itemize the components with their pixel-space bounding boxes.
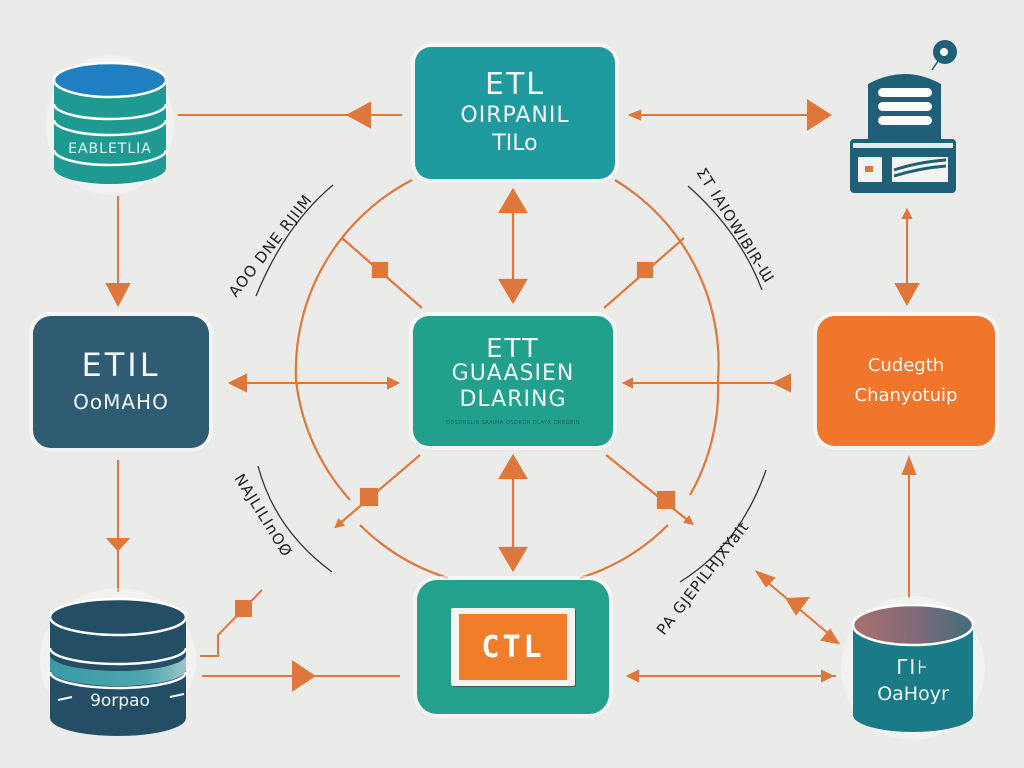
- db-bottom-left-dash-right: [169, 693, 185, 698]
- arrow-head-center-right: [621, 377, 633, 389]
- arrow-head-down-1: [498, 278, 528, 305]
- center-vertical-arrows: [498, 187, 528, 573]
- server-signal-dot: [940, 48, 948, 56]
- db-bottom-right-line2: OaHoyr: [877, 683, 949, 705]
- spoke-node-upper-left: [371, 261, 389, 279]
- db-bottom-left-dash-left: [57, 696, 73, 701]
- server-base-led: [865, 166, 873, 172]
- db-top-left-body: [54, 82, 166, 184]
- db-bottom-left-band: [50, 655, 186, 686]
- server-base-bar: [853, 143, 953, 148]
- node-right-orange[interactable]: Cudegth Chanyotuip: [817, 316, 995, 446]
- outer-connectors: [105, 99, 920, 692]
- arrow-head-right-node-up: [901, 455, 917, 475]
- step-connector-node: [235, 600, 252, 617]
- node-center-title: ETT: [486, 334, 540, 364]
- server-base-wave: [893, 158, 947, 178]
- arc-label-lower-right: PA GJEPILHJXYaIt: [653, 518, 753, 639]
- node-ctl-bottom[interactable]: CTL: [417, 580, 609, 714]
- node-center-subtitle: GUAASIEN: [451, 361, 575, 386]
- ring-arc-lower-left: [294, 379, 351, 501]
- db-bottom-left-ring-1: [48, 647, 188, 666]
- arrow-tail-right-node-down: [901, 207, 913, 219]
- node-bottom-label: CTL: [459, 614, 567, 680]
- spoke-node-upper-right: [636, 261, 654, 279]
- arrow-head-diag-bottom: [820, 628, 841, 645]
- node-right-subtitle: Chanyotuip: [854, 385, 958, 406]
- arrow-head-center-left: [387, 376, 401, 390]
- ring-arc-lower-right: [689, 379, 720, 496]
- db-bottom-right-lid: [851, 603, 975, 647]
- db-top-left-lid: [52, 61, 168, 99]
- arrow-head-right-node-down: [894, 283, 920, 307]
- server-db-stripe-1: [878, 88, 932, 97]
- spoke-lower-left: [334, 454, 421, 529]
- db-bottom-left-ring-2: [48, 671, 188, 690]
- server-database-icon[interactable]: [850, 40, 957, 193]
- arrow-head-server: [807, 99, 832, 131]
- db-bottom-right-body: [853, 625, 973, 732]
- arrow-head-db-bottom-left: [105, 538, 131, 552]
- arrow-head-diag-mid: [785, 596, 811, 616]
- arrow-head-diag-top: [754, 570, 776, 588]
- arrow-head-db-bottom-right: [821, 669, 835, 683]
- guide-upper-left: [255, 184, 334, 297]
- db-bottom-left-lid: [48, 597, 188, 637]
- ring-arc-upper-left: [294, 179, 413, 381]
- arc-label-upper-left: AOO DNE RJIIM: [225, 191, 316, 301]
- db-top-left-ring-1: [52, 103, 168, 121]
- node-etl-center[interactable]: ETT GUAASIEN DLARING ODSDRSLIR SRAIMA OS…: [413, 316, 613, 446]
- node-top-title: ETL: [485, 67, 545, 102]
- spokes: [334, 237, 694, 529]
- db-top-left-ring-2: [52, 119, 168, 137]
- database-bottom-right[interactable]: ΓΙ⊦ OaHoyr: [841, 596, 985, 740]
- server-db-stripe-3: [878, 116, 932, 125]
- ring-arc-bottom-left: [359, 524, 449, 580]
- arrow-tail-server: [627, 109, 641, 121]
- db-top-left-label: EABLETLIA: [68, 141, 152, 157]
- db-top-left-ring-3: [52, 149, 168, 167]
- node-top-caption: TILo: [492, 131, 538, 156]
- center-horizontal-arrows: [227, 373, 791, 393]
- node-etl-left[interactable]: ETIL OoMAHO: [33, 316, 209, 448]
- server-db-stripe-2: [878, 102, 932, 111]
- spoke-lower-right: [605, 454, 694, 526]
- db-bottom-left-label: 9orpao: [90, 691, 150, 711]
- ring-arc-upper-right: [614, 179, 720, 381]
- node-center-fineprint: ODSDRSLIR SRAIMA OSDRDR DLAYX DRBOEIN: [445, 420, 581, 426]
- arrow-head-left-node: [227, 373, 247, 393]
- node-top-subtitle: OIRPANIL: [460, 103, 570, 128]
- arrow-head-bottom-node-in: [292, 660, 316, 692]
- spoke-node-lower-left: [359, 487, 379, 507]
- arrow-head-left-node-down: [105, 283, 131, 308]
- arrow-head-down-2: [498, 546, 528, 573]
- ring-arc-bottom-right: [579, 524, 669, 580]
- node-center-caption: DLARING: [459, 387, 567, 412]
- arrow-tail-bottom-node: [625, 669, 639, 683]
- node-left-subtitle: OoMAHO: [73, 390, 169, 414]
- arrow-head-db-top-left: [345, 101, 371, 129]
- label-guides: [255, 184, 767, 583]
- node-bottom-frame: CTL: [451, 608, 575, 686]
- guide-lower-right: [679, 469, 767, 583]
- central-ring: [294, 179, 720, 580]
- arrow-head-right-node: [771, 373, 791, 393]
- guide-upper-right: [687, 185, 763, 291]
- database-top-left[interactable]: EABLETLIA: [46, 55, 174, 195]
- arc-label-upper-right: ΣT IAIOWIBIR-Ɯ: [693, 165, 778, 287]
- node-left-title: ETIL: [81, 346, 161, 384]
- spoke-node-lower-right: [656, 490, 676, 510]
- node-right-title: Cudegth: [867, 355, 945, 376]
- arrow-head-up-1: [498, 187, 528, 214]
- db-bottom-right-line1: ΓΙ⊦: [896, 655, 929, 679]
- node-etl-top[interactable]: ETL OIRPANIL TILo: [415, 47, 615, 179]
- step-connector-bottom-left: [200, 589, 263, 657]
- guide-lower-left: [257, 465, 333, 573]
- database-bottom-left[interactable]: 9orpao: [40, 588, 196, 736]
- arrow-head-up-2: [498, 453, 528, 480]
